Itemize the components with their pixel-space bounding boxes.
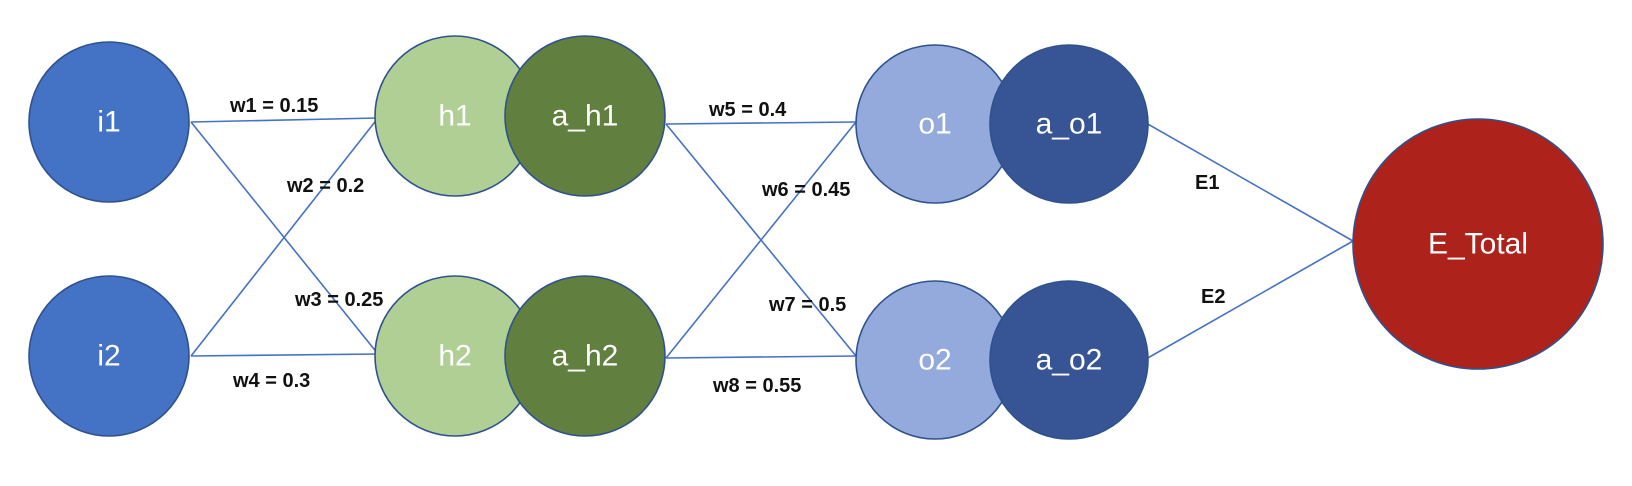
- edge-labels: w1 = 0.15 w2 = 0.2 w3 = 0.25 w4 = 0.3 w5…: [229, 95, 1225, 397]
- weight-label-w2: w2 = 0.2: [286, 175, 364, 197]
- weight-label-w5: w5 = 0.4: [708, 99, 787, 121]
- node-o1: o1: [855, 44, 1015, 204]
- edge-ah2-o2: [665, 355, 857, 359]
- edge-i1-h1: [190, 117, 379, 123]
- connections: [190, 117, 1354, 360]
- node-e-total-label: E_Total: [1428, 228, 1528, 261]
- weight-label-w1: w1 = 0.15: [229, 95, 318, 117]
- node-a-o2-label: a_o2: [1036, 344, 1103, 377]
- node-o2: o2: [855, 280, 1015, 440]
- node-a-o2: a_o2: [989, 280, 1149, 440]
- output-layer: o1 a_o1 o2 a_o2: [855, 44, 1149, 440]
- weight-label-w3: w3 = 0.25: [294, 289, 383, 311]
- node-a-h2: a_h2: [504, 275, 666, 437]
- node-a-h2-label: a_h2: [552, 340, 619, 373]
- input-layer: i1 i2: [28, 41, 190, 437]
- edge-i2-h2: [190, 353, 379, 357]
- node-i2: i2: [28, 275, 190, 437]
- edge-i2-h1: [190, 117, 379, 357]
- node-h1-label: h1: [438, 100, 471, 133]
- node-a-h1: a_h1: [504, 35, 666, 197]
- hidden-layer: h1 a_h1 h2 a_h2: [374, 35, 666, 437]
- node-i2-label: i2: [97, 340, 120, 373]
- error-label-e1: E1: [1195, 172, 1219, 194]
- node-o2-label: o2: [918, 344, 951, 377]
- node-h2-label: h2: [438, 340, 471, 373]
- node-a-o1-label: a_o1: [1036, 108, 1103, 141]
- weight-label-w6: w6 = 0.45: [761, 179, 850, 201]
- error-label-e2: E2: [1201, 286, 1225, 308]
- node-i1: i1: [28, 41, 190, 203]
- node-i1-label: i1: [97, 106, 120, 139]
- edge-ah1-o1: [665, 121, 857, 125]
- node-a-h1-label: a_h1: [552, 100, 619, 133]
- edge-ao2-etotal: [1145, 240, 1354, 360]
- node-a-o1: a_o1: [989, 44, 1149, 204]
- weight-label-w7: w7 = 0.5: [768, 294, 846, 316]
- node-o1-label: o1: [918, 108, 951, 141]
- weight-label-w8: w8 = 0.55: [712, 375, 801, 397]
- weight-label-w4: w4 = 0.3: [232, 370, 310, 392]
- edge-ao1-etotal: [1145, 122, 1354, 242]
- node-e-total: E_Total: [1352, 118, 1604, 370]
- edge-ah2-o1: [665, 121, 857, 359]
